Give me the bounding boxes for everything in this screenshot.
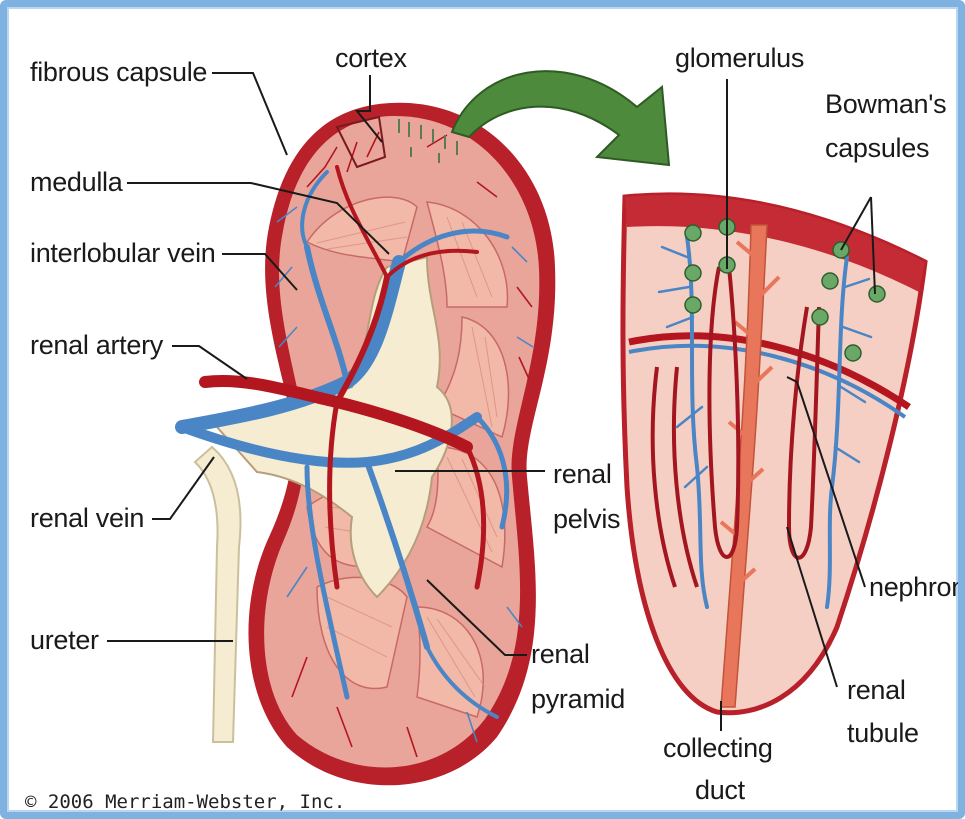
ureter-tube (195, 447, 240, 742)
label-nephron: nephron (869, 572, 965, 603)
label-glomerulus: glomerulus (675, 43, 804, 74)
label-fibrous-capsule: fibrous capsule (30, 57, 207, 88)
leader-fibrous-capsule (212, 73, 287, 155)
label-renal-pyramid-line2: pyramid (531, 684, 625, 715)
label-medulla: medulla (30, 167, 122, 198)
label-renal-pelvis-line1: renal (553, 459, 612, 490)
kidney (182, 103, 555, 786)
label-collecting-duct-line1: collecting (663, 733, 773, 764)
label-cortex: cortex (335, 43, 407, 74)
label-renal-tubule-line2: tubule (847, 718, 919, 749)
copyright-notice: © 2006 Merriam-Webster, Inc. (25, 791, 345, 813)
label-collecting-duct-line2: duct (695, 775, 745, 806)
kidney-illustration (7, 7, 965, 819)
label-renal-tubule-line1: renal (847, 675, 906, 706)
leader-renal-artery (172, 346, 247, 379)
label-renal-vein: renal vein (30, 503, 144, 534)
label-interlobular-vein: interlobular vein (30, 238, 216, 269)
label-renal-pelvis-line2: pelvis (553, 504, 620, 535)
label-bowmans-line1: Bowman's (825, 89, 946, 120)
nephron-detail (623, 195, 925, 713)
label-renal-pyramid-line1: renal (531, 639, 590, 670)
label-bowmans-line2: capsules (825, 133, 929, 164)
label-renal-artery: renal artery (30, 330, 163, 361)
label-ureter: ureter (30, 625, 99, 656)
